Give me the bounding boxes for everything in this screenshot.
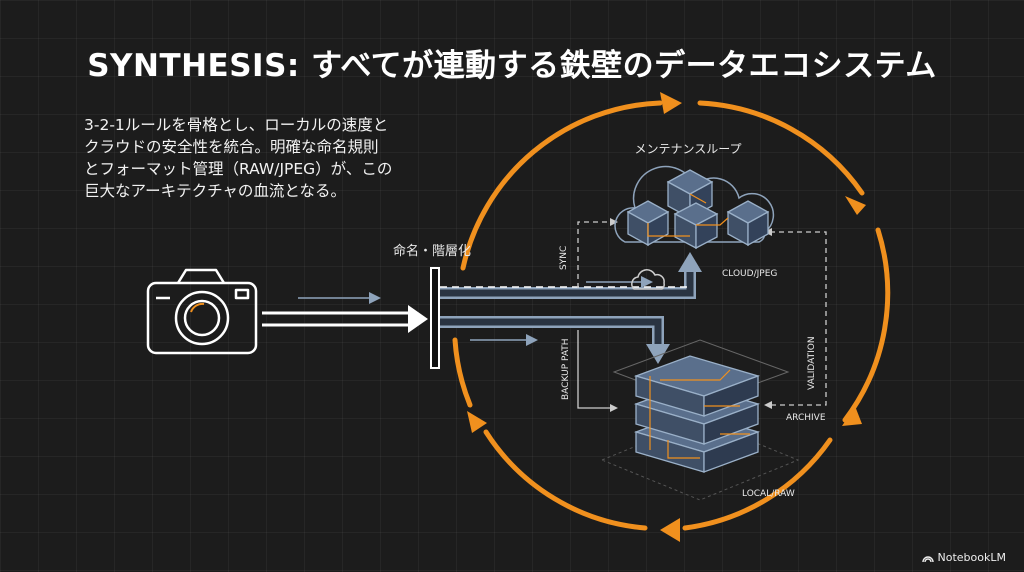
description-line: 巨大なアーキテクチャの血流となる。 — [84, 182, 346, 200]
page-title: SYNTHESIS: すべてが連動する鉄壁のデータエコシステム — [87, 48, 937, 84]
sync-flow — [440, 252, 702, 299]
camera-icon — [146, 268, 258, 355]
loop-arrowheads — [467, 92, 866, 542]
validation-loop — [770, 231, 827, 406]
naming-hierarchy-label: 命名・階層化 — [393, 243, 471, 259]
sync-dashed-path — [577, 221, 612, 288]
backup-dashed-path — [577, 330, 612, 409]
backup-flow — [440, 316, 670, 364]
footer-brand-label: NotebookLM — [937, 551, 1006, 564]
local-raw-label: LOCAL/RAW — [742, 489, 795, 499]
naming-hierarchy-bar — [430, 267, 440, 369]
ingest-arrow — [262, 292, 428, 333]
cloud-jpeg-label: CLOUD/JPEG — [722, 269, 777, 279]
archive-label: ARCHIVE — [786, 413, 826, 423]
footer-brand: NotebookLM — [921, 551, 1006, 564]
maintenance-loop-label: メンテナンスループ — [634, 142, 741, 156]
cloud-icon — [631, 269, 665, 290]
backup-path-label: BACKUP PATH — [561, 338, 571, 400]
description-line: クラウドの安全性を統合。明確な命名規則 — [84, 138, 379, 156]
description: 3-2-1ルールを骨格とし、ローカルの速度と クラウドの安全性を統合。明確な命名… — [84, 114, 424, 202]
cloud-storage-cubes — [614, 165, 775, 250]
sync-label: SYNC — [559, 246, 569, 270]
notebooklm-icon — [921, 555, 934, 562]
description-line: とフォーマット管理（RAW/JPEG）が、この — [84, 160, 393, 178]
local-storage-stack — [600, 339, 800, 501]
description-line: 3-2-1ルールを骨格とし、ローカルの速度と — [84, 116, 389, 134]
maintenance-loop-ring — [452, 100, 891, 531]
validation-label: VALIDATION — [807, 336, 817, 390]
